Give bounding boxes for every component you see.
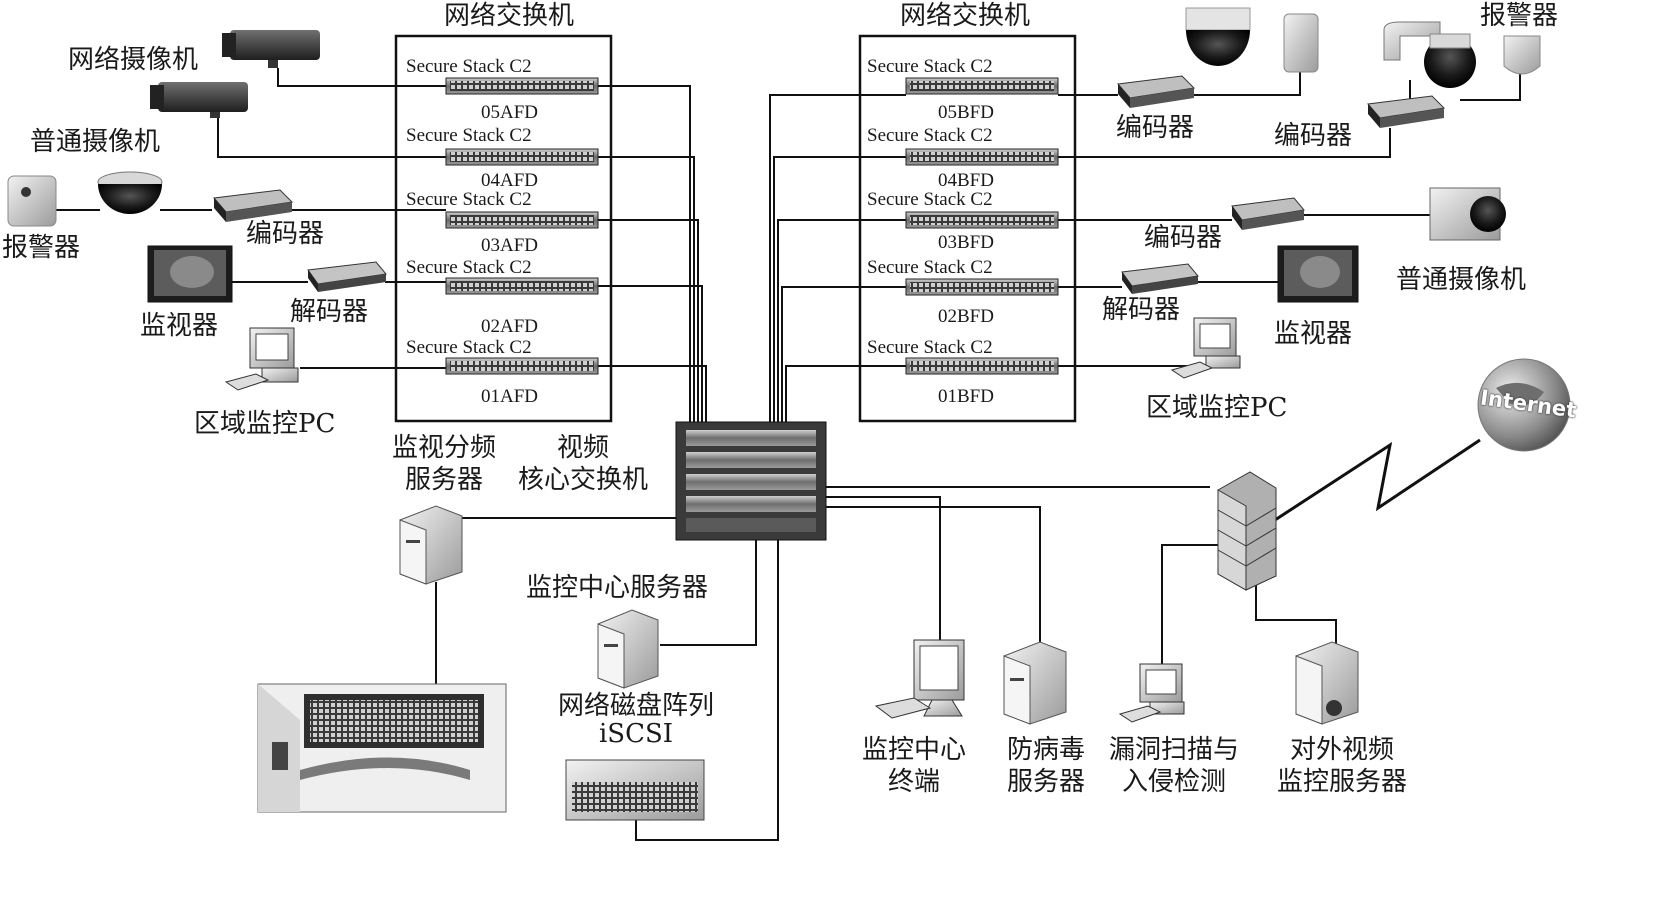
switch-id: 04BFD (938, 170, 994, 191)
terminal-label: 监控中心 终端 (852, 734, 976, 798)
antivirus-label-line2: 服务器 (1006, 767, 1085, 797)
monitor-label: 监视器 (140, 311, 219, 341)
center-server-icon (597, 609, 659, 689)
encoder-icon (1117, 75, 1196, 108)
dome-camera-icon (97, 171, 163, 214)
ptz-camera-icon (1383, 21, 1476, 88)
switch-name: Secure Stack C2 (867, 189, 993, 210)
external-server-label: 对外视频 监控服务器 (1266, 734, 1418, 798)
external-server-label-line2: 监控服务器 (1276, 767, 1407, 797)
encoder-label: 编码器 (1116, 113, 1195, 143)
monitor-icon (1277, 245, 1359, 303)
left-switch-group-frame (394, 34, 613, 423)
alarm-sensor-icon (1283, 13, 1319, 73)
alarm-sensor-icon (1503, 35, 1541, 75)
terminal-label-line2: 终端 (887, 767, 940, 797)
regular-camera-label: 普通摄像机 (30, 127, 161, 157)
split-server-icon (399, 505, 463, 585)
switch-name: Secure Stack C2 (406, 337, 532, 358)
right-switch-group-title: 网络交换机 (900, 1, 1031, 31)
encoder-icon (1231, 197, 1305, 230)
switch-name: Secure Stack C2 (867, 125, 993, 146)
disk-array-icon (565, 759, 705, 821)
disk-array-label-line2: iSCSI (598, 719, 674, 749)
encoder-icon (1367, 95, 1446, 128)
decoder-icon (307, 261, 387, 292)
left-switches (445, 77, 599, 375)
encoder-label: 编码器 (246, 219, 325, 249)
area-pc-label: 区域监控PC (1146, 393, 1288, 423)
split-server-label-line2: 服务器 (404, 465, 483, 495)
antivirus-label-line1: 防病毒 (1006, 735, 1085, 765)
decoder-icon (1121, 263, 1199, 294)
regular-camera-icon (150, 82, 248, 118)
regular-camera-label: 普通摄像机 (1396, 265, 1527, 295)
firewall-icon (1217, 471, 1277, 591)
decoder-label: 解码器 (1102, 295, 1181, 325)
network-camera-icon (222, 30, 320, 68)
switch-id: 04AFD (481, 170, 539, 191)
switch-id: 02BFD (938, 306, 994, 327)
video-wall-image (257, 683, 507, 813)
ids-label: 漏洞扫描与 入侵检测 (1096, 734, 1252, 798)
terminal-pc-icon (874, 639, 965, 719)
split-server-label-line1: 监视分频 (391, 433, 496, 463)
alarm-label: 报警器 (1480, 1, 1559, 31)
switch-name: Secure Stack C2 (867, 56, 993, 77)
switch-id: 05AFD (481, 102, 539, 123)
monitor-label: 监视器 (1274, 319, 1353, 349)
switch-id: 02AFD (481, 316, 539, 337)
switch-name: Secure Stack C2 (867, 257, 993, 278)
area-pc-icon (224, 327, 299, 391)
ids-pc-icon (1118, 663, 1185, 723)
ids-label-line1: 漏洞扫描与 (1108, 735, 1239, 765)
area-pc-label: 区域监控PC (194, 409, 336, 439)
switch-name: Secure Stack C2 (406, 56, 532, 77)
external-server-icon (1295, 641, 1359, 725)
core-switch-icon (675, 421, 827, 541)
switch-id: 03AFD (481, 235, 539, 256)
disk-array-label: 网络磁盘阵列 iSCSI (544, 690, 728, 749)
alarm-label: 报警器 (2, 233, 81, 263)
encoder-label: 编码器 (1144, 223, 1223, 253)
dome-camera-icon (1185, 7, 1251, 66)
core-switch-label-line2: 核心交换机 (517, 465, 648, 495)
left-switch-group-title: 网络交换机 (444, 1, 575, 31)
network-camera-label: 网络摄像机 (68, 45, 199, 75)
decoder-label: 解码器 (290, 297, 369, 327)
switch-id: 01BFD (938, 386, 994, 407)
right-switches (905, 77, 1059, 375)
center-server-label: 监控中心服务器 (526, 573, 709, 603)
split-server-label: 监视分频 服务器 (382, 432, 506, 496)
box-camera-icon (1429, 187, 1506, 241)
switch-name: Secure Stack C2 (406, 189, 532, 210)
external-server-label-line1: 对外视频 (1289, 735, 1394, 765)
internet-globe-icon (1477, 358, 1571, 452)
encoder-label: 编码器 (1274, 121, 1353, 151)
switch-name: Secure Stack C2 (867, 337, 993, 358)
switch-id: 03BFD (938, 232, 994, 253)
switch-name: Secure Stack C2 (406, 125, 532, 146)
terminal-label-line1: 监控中心 (861, 735, 966, 765)
encoder-icon (213, 189, 294, 222)
antivirus-label: 防病毒 服务器 (998, 734, 1094, 798)
switch-name: Secure Stack C2 (406, 257, 532, 278)
switch-id: 05BFD (938, 102, 994, 123)
disk-array-label-line1: 网络磁盘阵列 (557, 691, 714, 721)
right-switch-group-frame (858, 34, 1077, 423)
alarm-sensor-icon (7, 175, 57, 227)
core-switch-label: 视频 核心交换机 (506, 432, 660, 496)
monitor-icon (147, 245, 233, 303)
ids-label-line2: 入侵检测 (1121, 767, 1226, 797)
area-pc-icon (1170, 317, 1241, 379)
core-switch-label-line1: 视频 (556, 433, 609, 463)
switch-id: 01AFD (481, 386, 539, 407)
antivirus-server-icon (1003, 641, 1067, 725)
